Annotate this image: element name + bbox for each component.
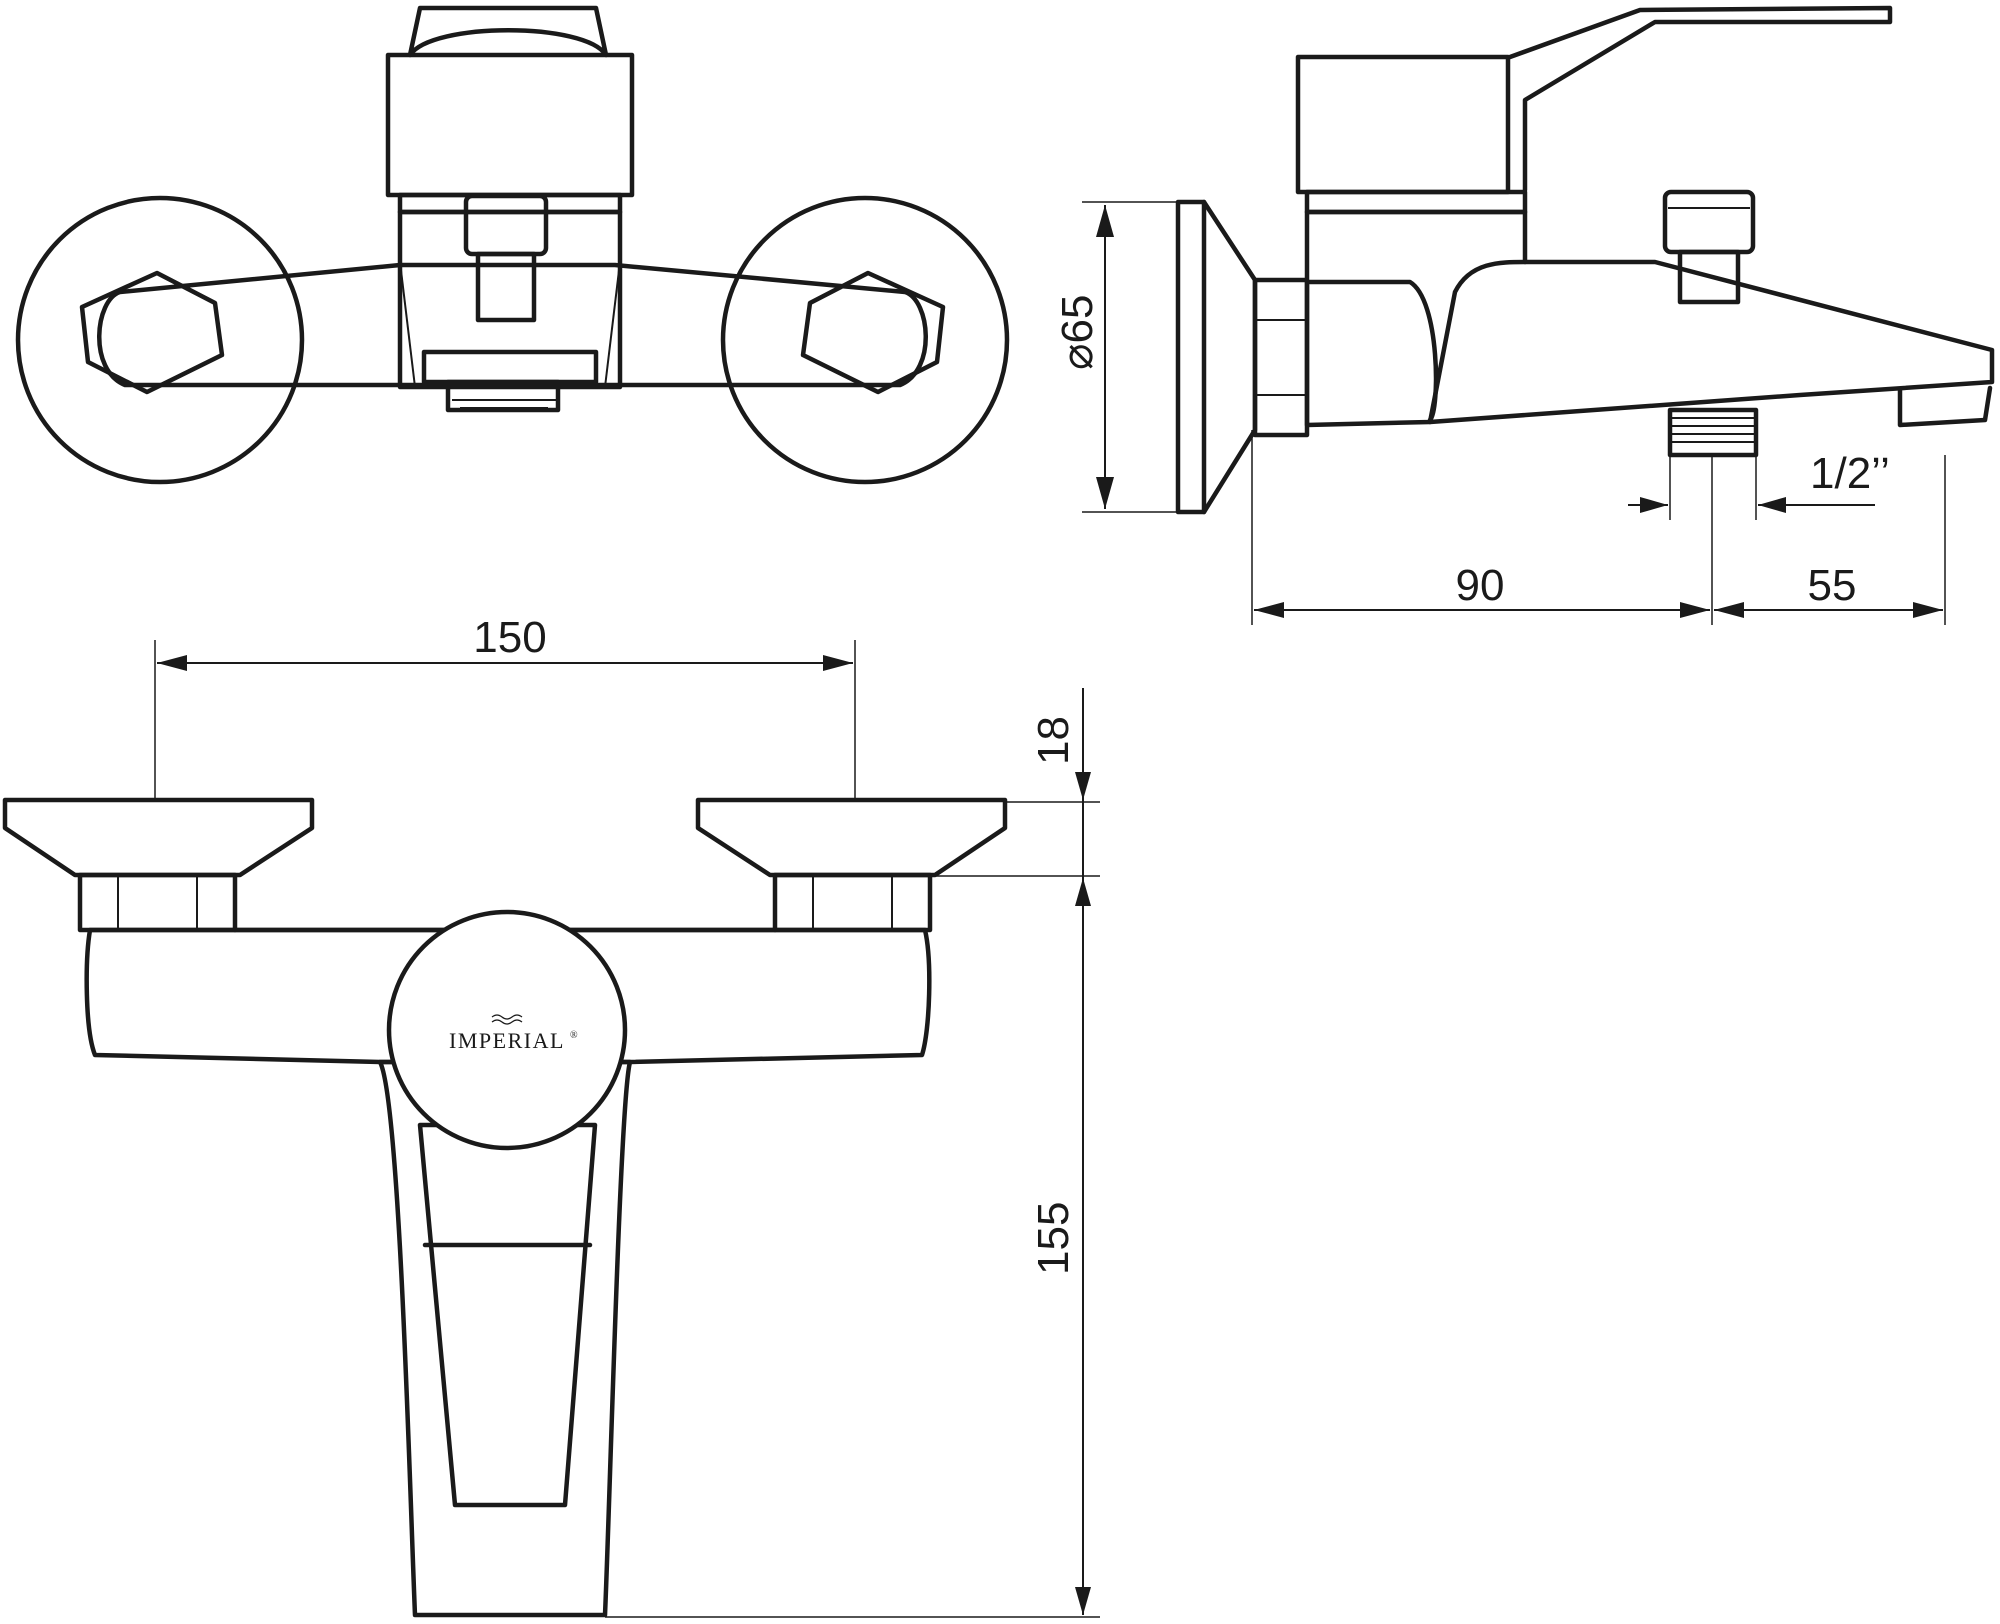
dimension-thread: 1/2’’: [1628, 449, 1890, 520]
front-right-hex-nut: [772, 872, 933, 933]
front-dome: [386, 909, 628, 1151]
shower-outlet: [445, 379, 561, 413]
depth-value: 90: [1456, 561, 1505, 610]
side-bottom-thread: [1667, 407, 1759, 458]
diameter-value: 65: [1053, 295, 1102, 344]
front-lever: [377, 1059, 633, 1618]
diameter-arrow-bottom: [1096, 477, 1114, 509]
spacing-arrow-left: [157, 655, 187, 671]
front-view: IMPERIAL ®: [2, 797, 1008, 1618]
side-escutcheon: [1175, 199, 1207, 515]
mixer-body: [397, 209, 623, 390]
side-view: [1175, 5, 1995, 515]
imperial-logo: IMPERIAL ®: [449, 1014, 579, 1053]
right-hex-nut: [800, 270, 946, 395]
svg-text:⌀65: ⌀65: [1053, 295, 1102, 370]
dimension-vertical: 18 155: [605, 688, 1100, 1618]
thread-value: 1/2’’: [1810, 449, 1890, 498]
side-diverter-knob: [1662, 189, 1756, 255]
depth-arrow-left: [1254, 602, 1284, 618]
front-left-escutcheon: [2, 797, 315, 878]
diverter-stem: [475, 251, 537, 323]
side-lever-housing: [1295, 54, 1511, 195]
right-escutcheon-disc: [720, 195, 1010, 485]
outlet-arrow-left: [1714, 602, 1744, 618]
front-right-escutcheon: [695, 797, 1008, 878]
body-arrow-bottom: [1075, 1587, 1091, 1615]
diameter-arrow-top: [1096, 205, 1114, 237]
thread-arrow-right: [1758, 497, 1786, 513]
escutcheon-value: 18: [1029, 716, 1078, 765]
left-escutcheon-disc: [15, 195, 305, 485]
dimension-spacing: 150: [154, 613, 856, 800]
brand-registered-mark: ®: [570, 1030, 579, 1041]
outlet-value: 55: [1808, 561, 1857, 610]
spacing-arrow-right: [823, 655, 853, 671]
body-height-value: 155: [1029, 1202, 1078, 1275]
top-view: [15, 5, 1010, 485]
dimension-diameter: ⌀65: [1053, 201, 1178, 513]
diameter-symbol: ⌀: [1053, 344, 1102, 371]
dimension-depth: 90 55: [1251, 430, 1946, 625]
brand-name: IMPERIAL: [449, 1028, 565, 1053]
left-hex-nut: [79, 270, 225, 395]
diverter-knob: [463, 193, 549, 257]
top-view-body: [97, 262, 928, 388]
front-left-hex-nut: [77, 872, 238, 933]
side-lever: [1507, 5, 1893, 193]
side-body-spout: [1304, 209, 1995, 428]
outlet-arrow-right: [1913, 602, 1943, 618]
thread-arrow-left: [1640, 497, 1668, 513]
depth-arrow-right: [1680, 602, 1710, 618]
spacing-value: 150: [473, 613, 546, 662]
spout-outlet: [421, 349, 599, 385]
side-hex-nut: [1252, 277, 1310, 438]
escutcheon-arrow-top: [1075, 772, 1091, 800]
spout-tip: [1897, 385, 1993, 428]
lever-handle-top: [407, 5, 609, 58]
lever-housing: [385, 52, 635, 198]
